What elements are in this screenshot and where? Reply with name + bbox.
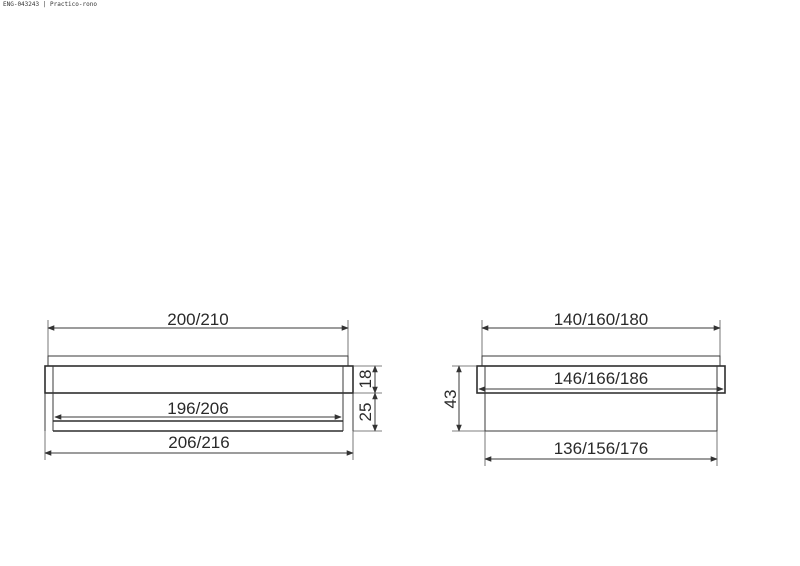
front-view: 140/160/180 146/166/186 136/156/176 43 (441, 310, 726, 466)
front-base (484, 392, 718, 432)
drawing-name: Practico-rono (50, 1, 97, 8)
side-top-board (47, 355, 349, 367)
front-top-board (481, 355, 721, 367)
side-outer-width-label: 206/216 (168, 433, 229, 452)
side-frame (44, 365, 354, 394)
side-top-width-label: 200/210 (167, 310, 228, 329)
header-separator: | (42, 1, 47, 8)
front-middle-width-label: 146/166/186 (554, 369, 649, 388)
side-height-upper-label: 18 (356, 370, 375, 389)
front-bottom-width-label: 136/156/176 (554, 439, 649, 458)
side-height-lower-label: 25 (356, 403, 375, 422)
side-inner-width-label: 196/206 (167, 399, 228, 418)
front-top-width-label: 140/160/180 (554, 310, 649, 329)
front-total-height-label: 43 (441, 390, 460, 409)
side-view: 200/210 196/206 206/216 18 25 (44, 310, 382, 460)
drawing-code: ENG-043243 (3, 1, 40, 8)
drawing-header: ENG-043243 | Practico-rono (3, 1, 97, 8)
